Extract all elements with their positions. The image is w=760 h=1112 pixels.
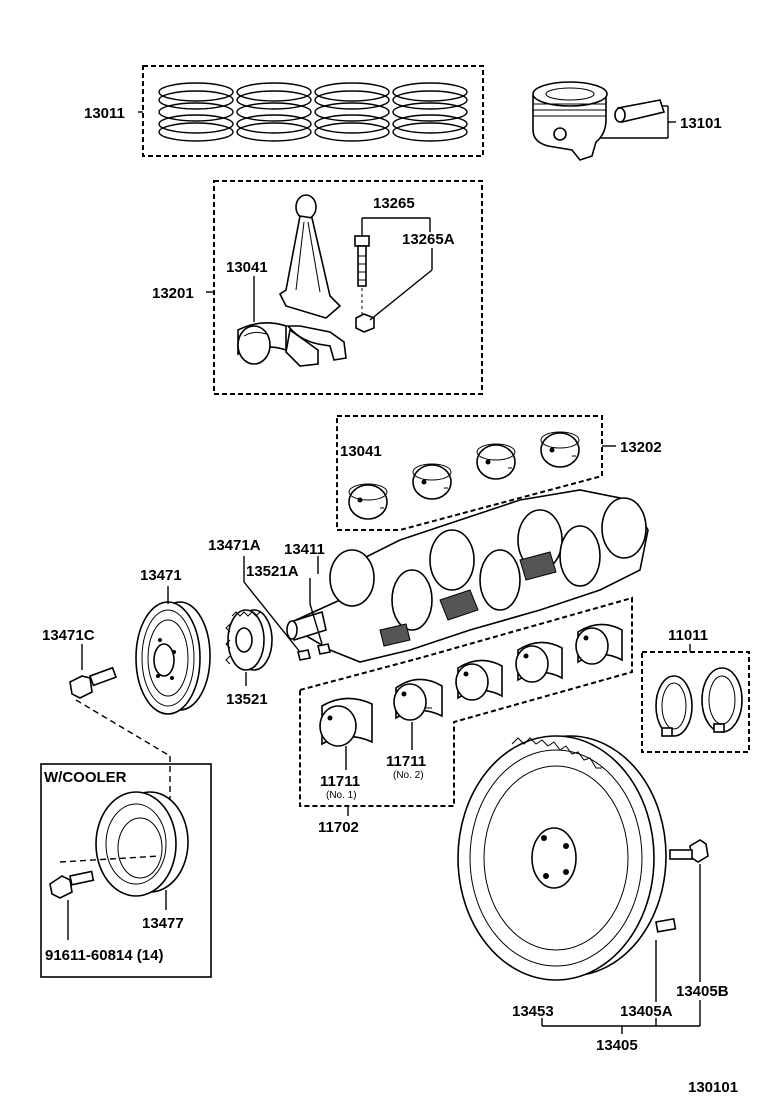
label-11702: 11702 xyxy=(318,819,359,836)
label-13101: 13101 xyxy=(680,115,722,132)
lower-main-bearings-box xyxy=(299,596,633,807)
connecting-rod xyxy=(278,194,347,367)
crankshaft xyxy=(286,489,649,663)
flywheel xyxy=(457,735,667,981)
piston-ring-set-2 xyxy=(236,82,312,142)
piston-rings-box xyxy=(142,65,484,157)
label-13453: 13453 xyxy=(512,1003,554,1020)
piston-ring-set-4 xyxy=(392,82,468,142)
label-11711-no1-sub: (No. 1) xyxy=(326,790,357,801)
crankshaft-pulley xyxy=(135,601,211,715)
thrust-washer-2 xyxy=(701,667,743,733)
main-bearing-lower-4 xyxy=(515,641,563,683)
label-13477: 13477 xyxy=(142,915,184,932)
piston-pin xyxy=(614,99,666,123)
thrust-washers-group: 11011 xyxy=(641,627,750,753)
main-bearing-upper-3 xyxy=(476,443,516,480)
label-13265: 13265 xyxy=(373,195,415,212)
label-13471a: 13471A xyxy=(208,537,261,554)
label-13041-main: 13041 xyxy=(340,443,382,460)
label-13265a: 13265A xyxy=(402,231,455,248)
upper-main-bearings-group: 13041 13202 xyxy=(336,415,662,531)
label-13011: 13011 xyxy=(84,105,125,122)
label-13041-rod: 13041 xyxy=(226,259,268,276)
label-w-cooler: W/COOLER xyxy=(44,769,127,786)
label-13471c: 13471C xyxy=(42,627,95,644)
main-bearing-lower-no1 xyxy=(319,697,373,747)
label-13202: 13202 xyxy=(620,439,662,456)
thrust-washers-box xyxy=(641,651,750,753)
piston-rings-group: 13011 xyxy=(84,65,484,157)
crankshaft-group: 13471A 13411 13521A xyxy=(208,489,649,663)
connecting-rod-nut xyxy=(355,313,375,333)
piston-ring-set-1 xyxy=(158,82,234,142)
crankshaft-pulley-group: 13471 13471C 13521 xyxy=(42,567,273,757)
label-13201: 13201 xyxy=(152,285,194,302)
piston-ring-set-3 xyxy=(314,82,390,142)
main-bearing-upper-2 xyxy=(412,463,452,500)
label-91611: 91611-60814 (14) xyxy=(45,947,163,964)
connecting-rod-bearing xyxy=(237,322,287,365)
cooler-pulley-group: W/COOLER 13477 91611-60814 (14) xyxy=(40,756,212,978)
figure-number: 130101 xyxy=(688,1079,738,1096)
connecting-rod-bolt xyxy=(354,235,370,314)
label-13405: 13405 xyxy=(596,1037,638,1054)
label-13405a: 13405A xyxy=(620,1003,673,1020)
flywheel-pin xyxy=(655,917,677,933)
label-11711-no2-sub: (No. 2) xyxy=(393,770,424,781)
flywheel-group: 13453 13405A 13405B 13405 xyxy=(457,735,729,1054)
upper-main-bearings-box xyxy=(336,415,603,531)
label-11711-no2: 11711 xyxy=(386,753,426,770)
main-bearing-lower-no2 xyxy=(393,678,443,721)
label-11011: 11011 xyxy=(668,627,708,644)
piston-group: 13101 xyxy=(532,81,722,161)
label-13405b: 13405B xyxy=(676,983,729,1000)
crankshaft-key-a xyxy=(297,649,311,661)
piston xyxy=(532,81,608,161)
label-13521: 13521 xyxy=(226,691,268,708)
main-bearing-lower-3 xyxy=(455,659,503,701)
flywheel-bolt xyxy=(669,839,709,863)
main-bearing-upper-4 xyxy=(540,431,580,468)
cooler-pulley xyxy=(95,791,189,897)
lower-main-bearings-group: 11711 (No. 1) 11711 (No. 2) 11702 xyxy=(299,596,633,836)
crankshaft-key-b xyxy=(317,643,331,655)
label-11711-no1: 11711 xyxy=(320,773,360,790)
crankshaft-timing-gear xyxy=(225,609,273,671)
label-13521a: 13521A xyxy=(246,563,299,580)
cooler-pulley-bolt xyxy=(49,870,95,899)
main-bearing-upper-1 xyxy=(348,483,388,520)
label-13471: 13471 xyxy=(140,567,182,584)
main-bearing-lower-5 xyxy=(575,623,623,665)
pulley-bolt xyxy=(69,666,117,699)
thrust-washer-1 xyxy=(655,675,693,737)
label-13411: 13411 xyxy=(284,541,325,558)
cooler-box xyxy=(40,763,212,978)
connecting-rod-group: 13265 13265A 13041 13201 xyxy=(152,180,483,395)
